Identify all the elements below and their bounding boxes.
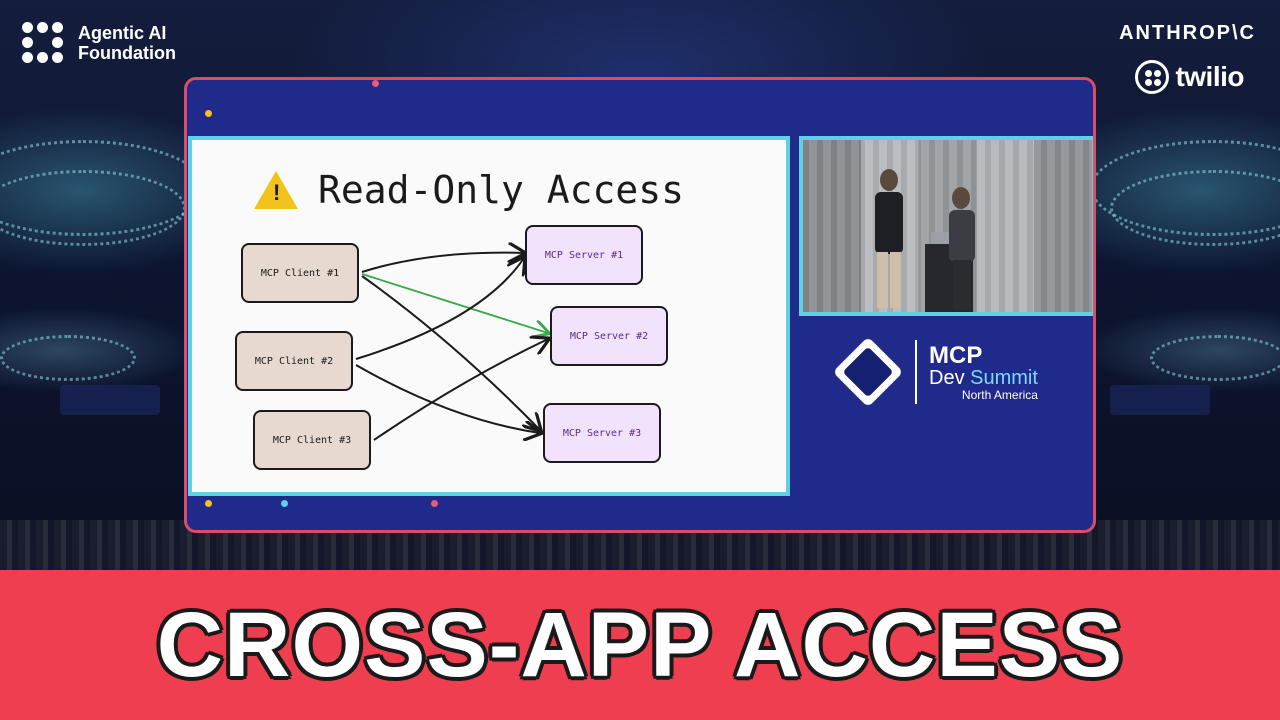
mcp-client-1: MCP Client #1 [241, 243, 359, 303]
arrow-c2-s1 [355, 258, 524, 360]
event-name-mcp: MCP [929, 341, 983, 369]
speaker-video-feed [799, 136, 1093, 316]
mcp-server-3: MCP Server #3 [543, 403, 661, 463]
title-banner: CROSS-APP ACCESS [0, 570, 1280, 720]
slide-title-text: Read-Only Access [318, 168, 685, 212]
arrow-c1-s1 [361, 253, 524, 273]
speakers-silhouette [875, 169, 975, 312]
mcp-client-3: MCP Client #3 [253, 410, 371, 470]
mcp-diamond-icon [832, 336, 904, 408]
anthropic-logo: ANTHROP\C [1119, 22, 1256, 44]
mcp-server-2: MCP Server #2 [550, 306, 668, 366]
twilio-wordmark: twilio [1175, 61, 1244, 92]
arrow-c2-s3 [355, 364, 540, 433]
org-name-line1: Agentic AI [78, 23, 167, 43]
arrow-c1-s3 [361, 275, 540, 430]
arrow-c3-s2 [373, 339, 548, 441]
aaif-dots-icon [22, 22, 64, 64]
presentation-slide: ! Read-Only Access [188, 136, 790, 496]
event-region: North America [961, 387, 1038, 402]
banner-title: CROSS-APP ACCESS [156, 593, 1124, 696]
warning-icon: ! [254, 171, 298, 209]
twilio-logo: twilio [1135, 60, 1244, 94]
mcp-dev-summit-logo: MCP Dev Summit North America [832, 336, 1038, 408]
stage-screen: ! Read-Only Access [184, 77, 1096, 533]
arrow-c1-s2 [361, 273, 548, 333]
mcp-client-2: MCP Client #2 [235, 331, 353, 391]
slide-title: ! Read-Only Access [254, 168, 684, 212]
twilio-icon [1135, 60, 1170, 94]
event-name-summit: Summit [970, 366, 1038, 389]
mcp-server-1: MCP Server #1 [525, 225, 643, 285]
org-name-line2: Foundation [78, 43, 176, 63]
event-name-dev: Dev [929, 366, 965, 389]
agentic-ai-foundation-logo: Agentic AI Foundation [22, 22, 176, 64]
connection-arrows [355, 140, 786, 492]
